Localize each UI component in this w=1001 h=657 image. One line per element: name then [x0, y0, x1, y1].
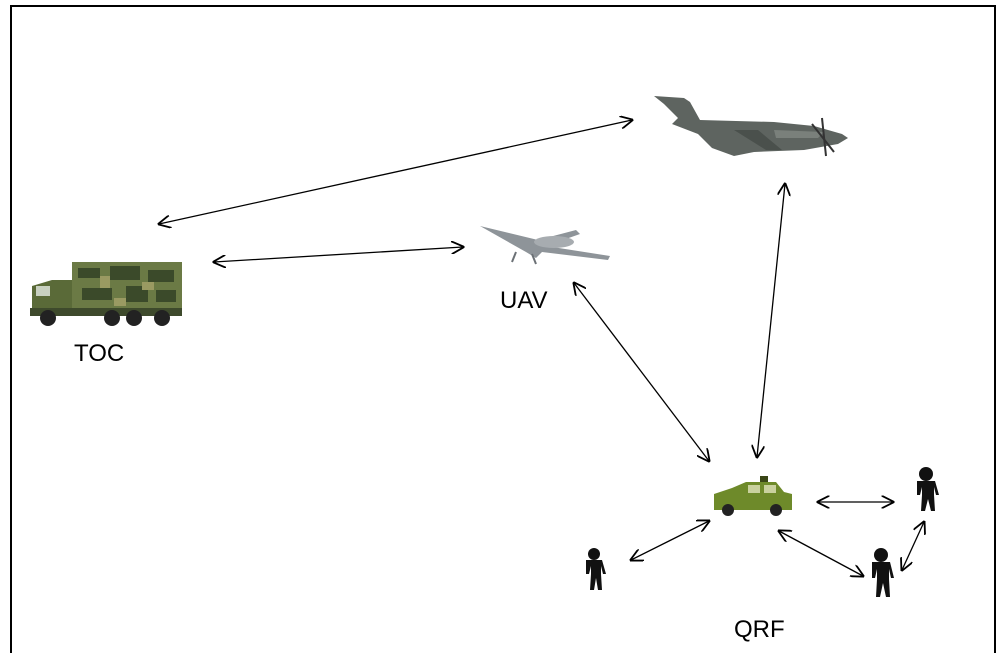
- person-icon: [872, 548, 894, 597]
- airplane-icon: [654, 96, 848, 157]
- link-toc-aircraft: [159, 120, 632, 224]
- qrf-label: QRF: [734, 616, 785, 643]
- diagram-frame: [10, 5, 996, 653]
- link-uav-humvee: [574, 283, 709, 461]
- person-icon: [917, 467, 939, 511]
- truck-icon: [30, 262, 182, 326]
- link-humvee-soldier-right-bottom: [779, 531, 863, 576]
- drone-icon: [480, 226, 610, 265]
- link-soldier-bottom-soldier-top: [902, 522, 924, 570]
- uav-label: UAV: [500, 287, 548, 314]
- link-humvee-soldier-left: [631, 521, 709, 560]
- connections: [159, 120, 924, 576]
- humvee-icon: [714, 476, 792, 516]
- link-aircraft-humvee: [757, 184, 785, 457]
- link-toc-uav: [214, 247, 463, 262]
- toc-label: TOC: [74, 340, 124, 367]
- person-icon: [586, 548, 606, 590]
